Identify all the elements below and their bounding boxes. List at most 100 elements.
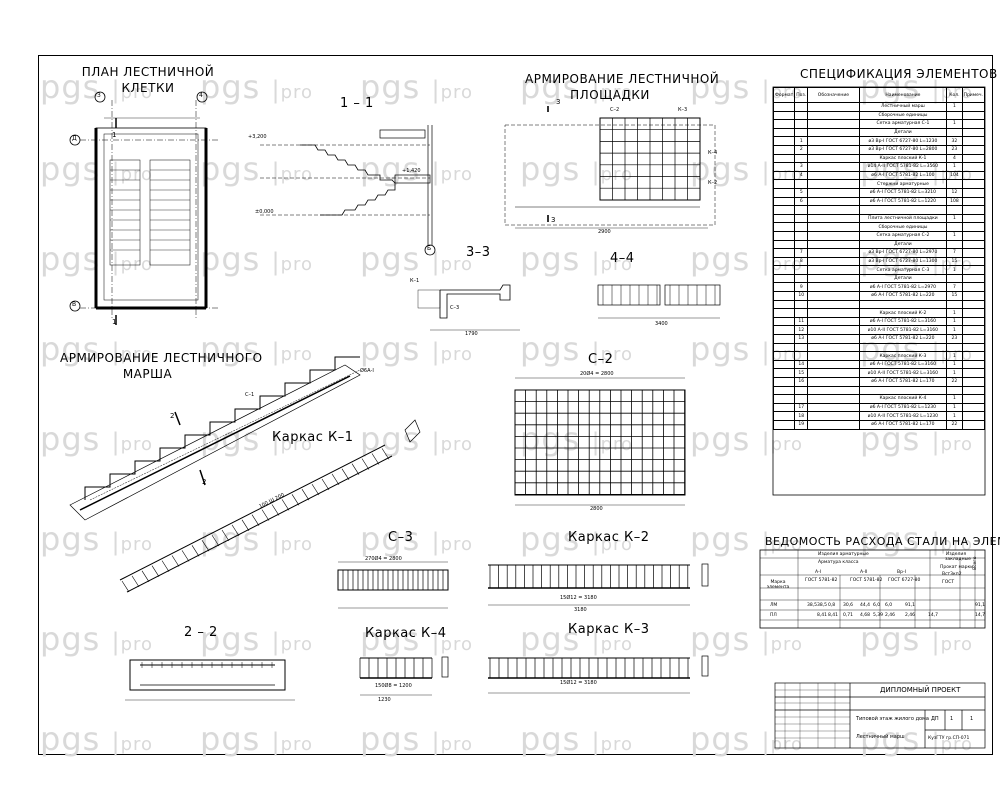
- spec-cell: [794, 394, 809, 404]
- spec-cell: Детали: [858, 273, 948, 284]
- spec-cell: [807, 351, 860, 361]
- spec-cell: [772, 385, 796, 396]
- spec-cell: Сетка арматурная С-3: [858, 265, 948, 275]
- spec-cell: 7: [946, 248, 963, 258]
- spec-row: Детали: [772, 239, 986, 250]
- spec-cell: [961, 162, 986, 172]
- spec-cell: [961, 239, 986, 250]
- spec-cell: [858, 385, 948, 396]
- spec-cell: [961, 419, 986, 430]
- spec-cell: [772, 102, 796, 112]
- spec-cell: [961, 334, 986, 344]
- spec-cell: Стержни арматурные: [858, 179, 948, 189]
- spec-cell: [772, 187, 796, 198]
- spec-cell: ø3 Вр-I ГОСТ 6727-80 L=1300: [858, 256, 948, 267]
- spec-header-cell: Обозначение: [807, 87, 860, 103]
- spec-cell: [794, 213, 809, 224]
- spec-cell: 8: [794, 256, 809, 267]
- axis-v-label: В: [72, 301, 77, 308]
- spec-cell: [772, 334, 796, 344]
- spec-cell: [807, 342, 860, 353]
- spec-cell: 15: [794, 368, 809, 378]
- spec-cell: [961, 256, 986, 267]
- spec-cell: Каркас плоский К-3: [858, 351, 948, 361]
- spec-cell: Каркас плоский К-1: [858, 153, 948, 164]
- spec-header-cell: Поз.: [794, 87, 809, 103]
- spec-cell: Каркас плоский К-2: [858, 308, 948, 318]
- spec-cell: [794, 351, 809, 361]
- spec-cell: [807, 308, 860, 318]
- spec-cell: [807, 230, 860, 241]
- march-step-outline: [84, 356, 360, 500]
- spec-cell: [961, 394, 986, 404]
- spec-cell: 1: [946, 359, 963, 370]
- steel-cell: 6,0: [873, 603, 881, 608]
- spec-cell: [794, 308, 809, 318]
- spec-cell: [772, 351, 796, 361]
- spec-cell: [794, 110, 809, 121]
- spec-cell: [807, 222, 860, 232]
- cut-3-top: 3: [556, 98, 561, 106]
- spec-cell: ø14 А-II ГОСТ 5781-82 L=3560: [858, 162, 948, 172]
- spec-cell: 3: [794, 162, 809, 172]
- steel-total-header: Всего: [973, 556, 978, 570]
- spec-cell: [946, 342, 963, 353]
- k1-cross-bar: [261, 509, 270, 521]
- k1-cross-bar: [221, 529, 230, 542]
- spec-cell: [807, 153, 860, 164]
- spec-cell: [961, 222, 986, 232]
- steel-gost3: ГОСТ 6727-80: [888, 578, 921, 583]
- spec-row: [772, 299, 986, 310]
- spec-cell: [807, 265, 860, 275]
- k1-cross-bar: [351, 463, 360, 475]
- spec-cell: [961, 282, 986, 293]
- steel-cell: 44,4: [860, 603, 871, 608]
- steel-a1-header: А-I: [815, 570, 822, 575]
- spec-cell: [772, 144, 796, 155]
- steel-cell: 8,41: [817, 613, 828, 618]
- spec-cell: [772, 213, 796, 224]
- elevation-3200: +3,200: [248, 134, 267, 140]
- steel-mark-header: Марка элемента: [766, 580, 790, 590]
- spec-cell: [946, 222, 963, 232]
- section-3-3: [417, 284, 520, 331]
- stamp-drawing: Лестничный марш: [856, 734, 905, 740]
- frame-k1: [119, 419, 421, 593]
- k3-bottom-dim: 15Ø12 = 3180: [560, 680, 597, 686]
- spec-cell: [807, 205, 860, 215]
- spec-cell: [772, 273, 796, 284]
- spec-cell: [772, 205, 796, 215]
- spec-cell: 1: [946, 102, 963, 112]
- spec-cell: [946, 299, 963, 310]
- k1-cross-bar: [211, 534, 220, 547]
- spec-cell: ø6 А-I ГОСТ 5781-82 L=100: [858, 170, 948, 181]
- spec-cell: 23: [946, 144, 963, 155]
- spec-cell: [946, 385, 963, 396]
- spec-cell: 2: [794, 144, 809, 155]
- spec-cell: [961, 291, 986, 301]
- steel-class-header: Арматура класса: [818, 560, 859, 565]
- spec-cell: 1: [946, 351, 963, 361]
- frame-k1-title: Каркас К–1: [272, 430, 354, 445]
- stamp-sheet: 1: [950, 716, 954, 722]
- steel-cell: 38,5: [807, 603, 818, 608]
- spec-cell: [961, 136, 986, 146]
- spec-cell: [794, 205, 809, 215]
- spec-cell: [772, 299, 796, 310]
- k1-cross-bar: [311, 483, 320, 496]
- spec-cell: ø6 А-I ГОСТ 5781-82 L=170: [858, 419, 948, 430]
- landing-reinforcement: [504, 106, 716, 229]
- spec-cell: [961, 230, 986, 241]
- spec-cell: [946, 127, 963, 138]
- spec-row: [772, 342, 986, 353]
- spec-cell: 6: [794, 196, 809, 207]
- spec-cell: [961, 205, 986, 215]
- k1-cross-bar: [281, 499, 290, 511]
- steel-vr1-header: Вр-I: [897, 570, 906, 575]
